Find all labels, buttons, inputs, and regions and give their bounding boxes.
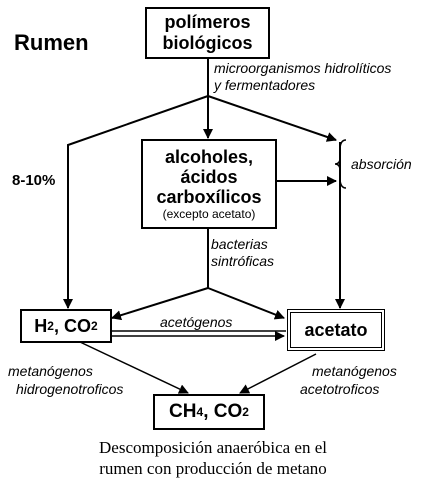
label-syntrophic: bacterias sintróficas [211,236,274,270]
node-ch4-sub1: 4 [196,405,204,419]
node-polymers-line2: biológicos [162,33,253,53]
figure-caption-line2: rumen con producción de metano [99,459,327,478]
label-hydrogenotrophic-line1: metanógenos [8,363,93,379]
node-h2-mid: , CO [53,315,91,336]
node-h2-sub2: 2 [91,319,98,333]
node-alcohols-line1: alcoholes, [164,147,254,167]
label-acetotrophic: metanógenos acetotroficos [300,362,397,398]
node-ch4-sub2: 2 [242,405,249,419]
node-ch4-main: CH [169,401,197,422]
label-acetotrophic-line2: acetotroficos [300,381,380,397]
node-alcohols-line3: carboxílicos [156,187,262,207]
label-syntrophic-line2: sintróficas [211,253,275,269]
diagram-title: Rumen [14,30,89,55]
node-polymers: polímeros biológicos [145,7,270,59]
node-polymers-line1: polímeros [164,12,251,32]
label-microorganisms-line1: microorganismos hidrolíticos [214,60,392,76]
node-acetate: acetato [287,309,385,351]
label-percentage: 8-10% [12,172,56,189]
node-h2-sub1: 2 [47,319,54,333]
label-acetotrophic-line1: metanógenos [312,363,397,379]
label-microorganisms: microorganismos hidrolíticos y fermentad… [214,60,391,94]
label-microorganisms-line2: y fermentadores [214,77,316,93]
node-alcohols: alcoholes, ácidos carboxílicos (excepto … [141,139,277,229]
node-acetate-label: acetato [304,319,368,340]
figure-caption: Descomposición anaeróbica en el rumen co… [0,437,426,479]
label-absorption: absorción [351,156,412,172]
label-syntrophic-line1: bacterias [211,236,268,252]
label-hydrogenotrophic: metanógenos hidrogenotroficos [8,362,123,398]
label-acetogens: acetógenos [160,314,233,330]
figure-caption-line1: Descomposición anaeróbica en el [99,438,327,457]
node-ch4-mid: , CO [203,401,243,422]
node-alcohols-line4: (excepto acetato) [162,207,256,221]
node-h2-main: H [34,315,48,336]
label-hydrogenotrophic-line2: hidrogenotroficos [16,381,124,397]
node-alcohols-line2: ácidos [180,167,238,187]
